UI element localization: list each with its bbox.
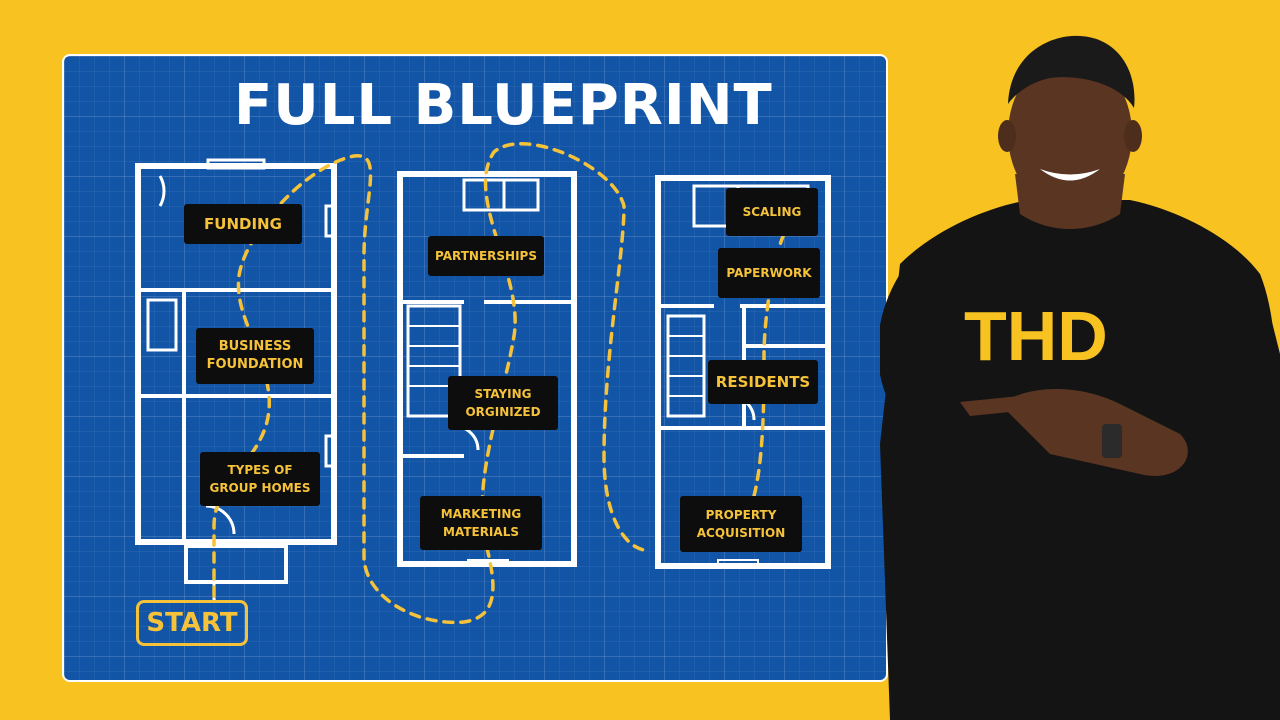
start-badge: START bbox=[136, 600, 248, 646]
floor-plans bbox=[135, 141, 831, 625]
page-title: FULL BLUEPRINT bbox=[234, 73, 773, 138]
step-types-of-group-homes: TYPES OF GROUP HOMES bbox=[200, 452, 320, 506]
brand-logo: THD bbox=[964, 297, 1108, 375]
step-marketing-materials: MARKETING MATERIALS bbox=[420, 496, 542, 550]
step-scaling: SCALING bbox=[726, 188, 818, 236]
step-residents: RESIDENTS bbox=[708, 360, 818, 404]
house-1-outline bbox=[135, 163, 337, 545]
step-property-acquisition: PROPERTY ACQUISITION bbox=[680, 496, 802, 552]
step-staying-orginized: STAYING ORGINIZED bbox=[448, 376, 558, 430]
blueprint-board: FULL BLUEPRINT FUNDING BUSINESS FOUNDATI… bbox=[62, 54, 888, 682]
step-partnerships: PARTNERSHIPS bbox=[428, 236, 544, 276]
step-business-foundation: BUSINESS FOUNDATION bbox=[196, 328, 314, 384]
route-path bbox=[212, 141, 786, 625]
presenter-photo: THD bbox=[880, 35, 1280, 720]
step-paperwork: PAPERWORK bbox=[718, 248, 820, 298]
step-funding: FUNDING bbox=[184, 204, 302, 244]
